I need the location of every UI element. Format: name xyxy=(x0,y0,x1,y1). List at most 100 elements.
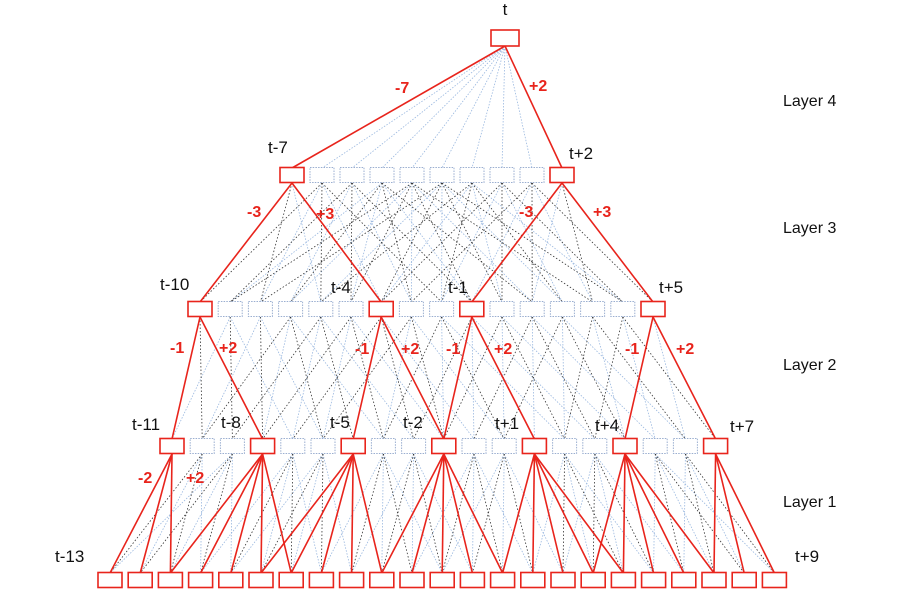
node-label-t+4: t+4 xyxy=(595,416,619,435)
connection-line xyxy=(592,316,686,440)
layer-1-node xyxy=(338,571,365,589)
layer-3-node xyxy=(549,301,575,317)
connection-line xyxy=(531,316,656,440)
connection-line xyxy=(503,316,563,440)
layer-4-node xyxy=(309,167,335,183)
active-connection xyxy=(471,316,536,440)
active-connection xyxy=(411,453,445,574)
top-node-label: t xyxy=(503,0,508,19)
active-connection xyxy=(169,453,173,574)
connection-line xyxy=(351,453,384,574)
connection-line xyxy=(471,182,503,303)
connection-line xyxy=(109,453,203,574)
connection-line xyxy=(472,453,505,574)
connection-line xyxy=(201,316,291,440)
layer-4-node xyxy=(369,167,395,183)
connection-line xyxy=(410,182,413,303)
layer-2-node xyxy=(249,437,276,455)
connection-line xyxy=(562,316,686,440)
layer-2-node xyxy=(491,438,517,454)
active-connection xyxy=(533,453,594,574)
layer-4-node xyxy=(429,167,455,183)
connection-line xyxy=(260,316,324,440)
active-connection xyxy=(714,453,745,574)
node-boxes xyxy=(97,29,788,589)
connection-line xyxy=(383,453,413,574)
node-label-t-5: t-5 xyxy=(330,413,350,432)
layer-2-node xyxy=(280,438,306,454)
connection-line xyxy=(200,453,203,574)
connection-line xyxy=(200,453,233,574)
connection-line xyxy=(564,453,624,574)
weight-label: -1 xyxy=(625,341,639,358)
weight-label: +2 xyxy=(401,341,419,358)
connection-line xyxy=(561,182,593,303)
layer-2-node xyxy=(552,438,578,454)
layer-2-node xyxy=(370,438,396,454)
connection-line xyxy=(654,453,745,574)
node-label-t+1: t+1 xyxy=(495,414,519,433)
connection-line xyxy=(381,182,473,303)
node-label-t-13: t-13 xyxy=(55,547,84,566)
active-connection xyxy=(230,453,264,574)
layer-1-node xyxy=(701,571,727,589)
connection-line xyxy=(381,182,533,303)
connection-line xyxy=(592,453,596,574)
connection-line xyxy=(413,453,443,574)
node-label-t+5: t+5 xyxy=(659,278,683,297)
layer-2-label: Layer 2 xyxy=(783,357,836,374)
layer-4-node xyxy=(459,167,485,183)
connection-line xyxy=(230,453,233,574)
connection-line xyxy=(473,453,534,574)
connection-line xyxy=(229,316,294,440)
layer-3-node xyxy=(429,301,455,317)
connection-line xyxy=(381,45,506,169)
active-connection xyxy=(533,453,625,574)
connection-line xyxy=(471,316,596,440)
node-label-t-4: t-4 xyxy=(331,278,351,297)
active-connection xyxy=(260,453,354,574)
connection-line xyxy=(350,182,353,303)
layer-1-node xyxy=(248,571,274,589)
active-connection xyxy=(532,453,536,574)
connection-line xyxy=(471,45,506,169)
weight-label: +3 xyxy=(593,204,611,221)
connection-line xyxy=(232,316,322,440)
layer-1-node xyxy=(610,571,637,589)
weight-label: -3 xyxy=(247,204,261,221)
layer-1-label: Layer 1 xyxy=(783,494,836,511)
active-connection xyxy=(441,453,445,574)
active-connection xyxy=(199,453,264,574)
active-connection xyxy=(443,316,473,440)
active-connection xyxy=(624,316,654,440)
active-connection xyxy=(443,453,474,574)
layer-2-node xyxy=(159,437,185,455)
connection-line xyxy=(229,182,353,303)
connection-line xyxy=(290,453,324,574)
connection-line xyxy=(260,453,324,574)
connection-line xyxy=(260,182,443,303)
layer-2-node xyxy=(612,437,638,455)
connection-line xyxy=(351,453,414,574)
node-label-t+9: t+9 xyxy=(795,547,819,566)
active-connection xyxy=(139,453,173,574)
layer-1-node xyxy=(278,571,305,589)
connection-line xyxy=(653,453,656,574)
active-connections xyxy=(109,45,776,574)
connection-line xyxy=(320,182,473,303)
layer-1-node xyxy=(429,571,456,589)
weight-label: +3 xyxy=(316,206,334,223)
active-connection xyxy=(471,182,563,303)
connection-line xyxy=(262,316,291,440)
connection-line xyxy=(441,182,624,303)
weight-label: -1 xyxy=(170,340,184,357)
layer-2-node xyxy=(401,438,427,454)
layer-3-node xyxy=(217,301,243,317)
layer-3-node xyxy=(640,300,666,318)
node-label-t+7: t+7 xyxy=(730,417,754,436)
node-label-t-7: t-7 xyxy=(268,138,288,157)
connection-line xyxy=(381,453,414,574)
weight-label: +2 xyxy=(494,341,512,358)
layer-3-node xyxy=(580,301,606,317)
active-connection xyxy=(561,182,654,303)
